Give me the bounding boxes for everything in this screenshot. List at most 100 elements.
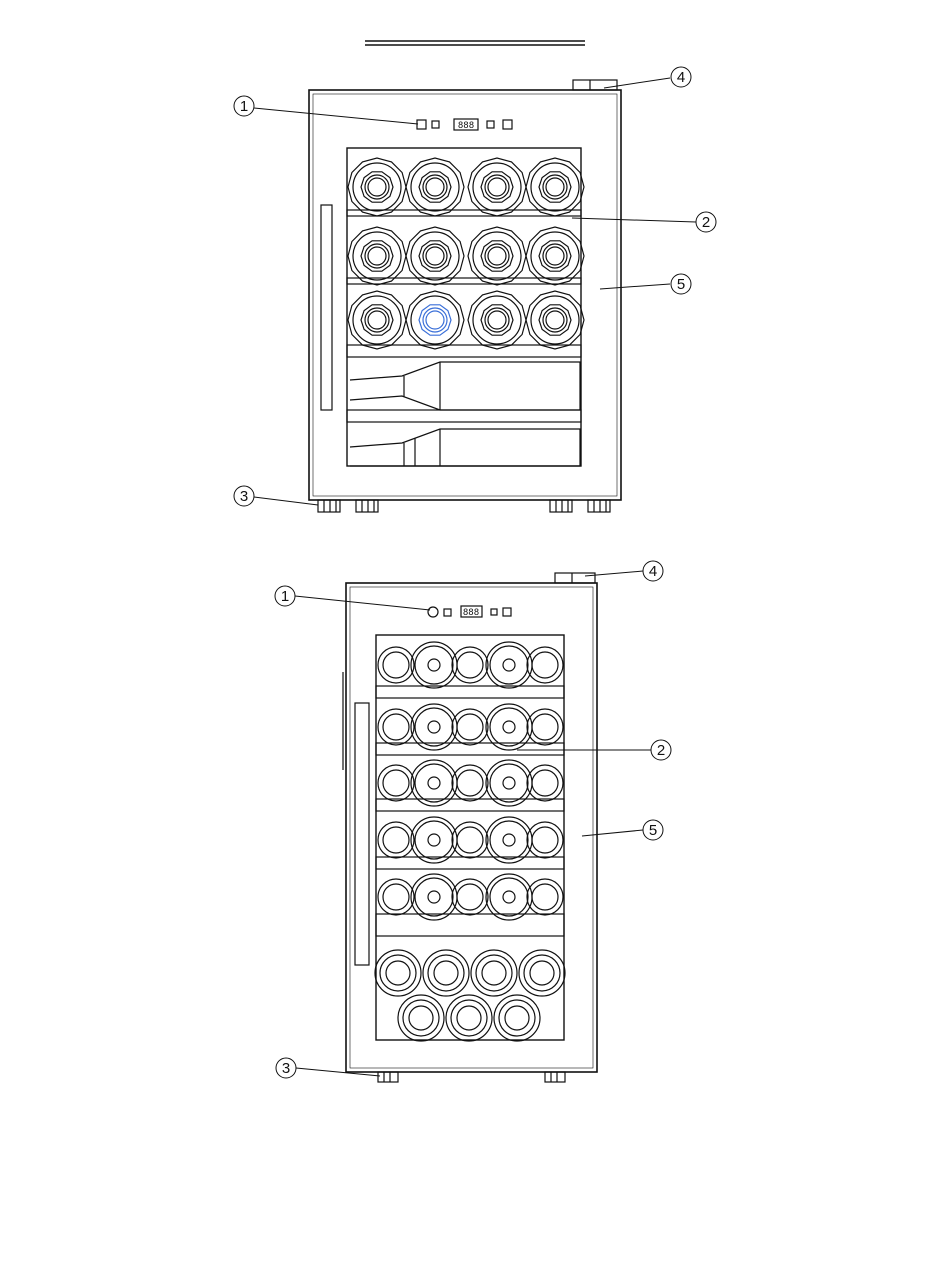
bottle-end [398, 995, 444, 1041]
bottle-end [411, 642, 457, 688]
bottle-neck [348, 227, 406, 285]
bottom-door-handle [355, 703, 369, 965]
bottle-neck [361, 172, 393, 202]
bottle-end [426, 247, 444, 265]
bottle-end [383, 714, 409, 740]
top-callout-4: 4 [677, 69, 685, 86]
bottle-end [434, 961, 458, 985]
bottle-neck [348, 158, 406, 216]
bottle-end [532, 770, 558, 796]
bottle-neck [406, 291, 464, 349]
top-callout-5: 5 [677, 276, 685, 293]
bottle-end [490, 821, 528, 859]
bottle-end [428, 891, 440, 903]
bottle-neck [419, 305, 451, 335]
top-side-bottles [350, 362, 580, 466]
bottle-end [488, 247, 506, 265]
top-hinge [573, 80, 617, 90]
bottom-feet [378, 1072, 565, 1082]
bottom-shelves [376, 686, 564, 936]
bottle-end [383, 770, 409, 796]
bottle-end [531, 163, 579, 211]
bottle-end [411, 163, 459, 211]
bottle-end [503, 891, 515, 903]
bottle-neck [539, 305, 571, 335]
bottle-end [457, 884, 483, 910]
bottom-callout-3: 3 [282, 1060, 290, 1077]
bottle-end [531, 232, 579, 280]
bottle-end [423, 950, 469, 996]
top-display-text: 888 [458, 121, 474, 131]
bottle-end [415, 708, 453, 746]
bottle-end [473, 296, 521, 344]
top-feet [318, 500, 610, 512]
bottle-end [457, 1006, 481, 1030]
bottom-display-text: 888 [463, 608, 479, 618]
bottle-neck [526, 227, 584, 285]
bottle-end [409, 1006, 433, 1030]
bottle-end [383, 827, 409, 853]
top-unit [309, 80, 621, 512]
bottle-neck [406, 158, 464, 216]
top-cabinet [309, 90, 621, 500]
bottle-end [490, 708, 528, 746]
bottle-end [386, 961, 410, 985]
bottle-end [365, 308, 389, 332]
bottle-end [411, 817, 457, 863]
bottle-end [519, 950, 565, 996]
top-shelves [347, 210, 581, 422]
bottle-end [530, 961, 554, 985]
bottle-neck [348, 291, 406, 349]
bottle-neck [481, 305, 513, 335]
bottle-end [488, 178, 506, 196]
bottle-end [428, 834, 440, 846]
bottle-neck [361, 241, 393, 271]
bottom-bottle-rows [375, 642, 565, 1041]
bottle-end [485, 244, 509, 268]
bottle-end [488, 311, 506, 329]
top-callouts [234, 67, 716, 506]
bottle-end [353, 163, 401, 211]
bottle-end [428, 777, 440, 789]
bottle-end [503, 777, 515, 789]
bottle-end [415, 878, 453, 916]
bottle-end [423, 244, 447, 268]
bottle-end [532, 827, 558, 853]
bottle-end [383, 884, 409, 910]
bottom-callout-2: 2 [657, 742, 665, 759]
bottle-end [423, 175, 447, 199]
header-rule [365, 41, 585, 45]
bottle-end [415, 764, 453, 802]
bottle-neck [539, 241, 571, 271]
bottle-end [457, 652, 483, 678]
bottle-end [546, 311, 564, 329]
bottle-neck [526, 158, 584, 216]
bottom-callout-1: 1 [281, 588, 289, 605]
bottle-end [503, 721, 515, 733]
bottle-end [428, 659, 440, 671]
top-cabinet-inner [313, 94, 617, 496]
bottle-neck [526, 291, 584, 349]
bottle-end [486, 874, 532, 920]
bottle-end [415, 646, 453, 684]
bottle-end [546, 247, 564, 265]
bottle-end [505, 1006, 529, 1030]
bottle-end [546, 178, 564, 196]
top-callout-1: 1 [240, 98, 248, 115]
bottle-end [365, 244, 389, 268]
bottle-end [473, 163, 521, 211]
bottle-end [485, 175, 509, 199]
bottle-end [486, 642, 532, 688]
bottle-neck [361, 305, 393, 335]
bottle-neck [539, 172, 571, 202]
bottle-end [490, 764, 528, 802]
bottle-end [457, 827, 483, 853]
bottle-end [411, 232, 459, 280]
bottle-end [494, 995, 540, 1041]
bottom-callout-5: 5 [649, 822, 657, 839]
top-door-handle [321, 205, 332, 410]
bottle-end [485, 308, 509, 332]
bottle-end [375, 950, 421, 996]
bottle-neck [468, 158, 526, 216]
